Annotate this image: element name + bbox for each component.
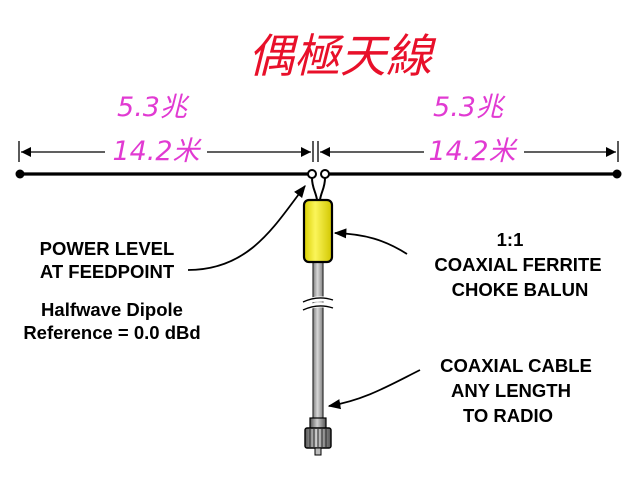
left-arm-length-zhao: 5.3兆 <box>117 92 190 123</box>
antenna-wires <box>15 169 622 201</box>
right-feed-terminal-icon <box>320 169 330 179</box>
coaxial-cable <box>301 257 334 429</box>
coax-label-line-2: ANY LENGTH <box>451 380 571 401</box>
left-end-insulator-icon <box>15 169 25 179</box>
feedpoint-arrow-icon <box>187 185 306 271</box>
feedpoint-label-line-2: AT FEEDPOINT <box>40 261 175 282</box>
right-arm-length-zhao: 5.3兆 <box>433 92 506 123</box>
coax-arrow-icon <box>327 369 421 410</box>
coax-label-line-3: TO RADIO <box>463 405 553 426</box>
left-arm-length-m: 14.2米 <box>112 136 202 167</box>
reference-label-line-1: Halfwave Dipole <box>41 299 183 320</box>
balun-label-line-2: COAXIAL FERRITE <box>434 254 601 275</box>
balun-label-line-1: 1:1 <box>497 229 524 250</box>
reference-label-line-2: Reference = 0.0 dBd <box>23 322 200 343</box>
left-dimension-line <box>18 141 314 162</box>
right-arm-length-m: 14.2米 <box>428 136 518 167</box>
balun-label-line-3: CHOKE BALUN <box>452 279 589 300</box>
cable-break-icon <box>301 296 334 312</box>
balun-arrow-icon <box>333 228 408 255</box>
diagram-title: 偶極天線 <box>248 29 437 83</box>
right-end-insulator-icon <box>612 169 622 179</box>
coax-label-line-1: COAXIAL CABLE <box>440 355 592 376</box>
pl259-connector-icon <box>304 417 332 456</box>
feedpoint-label-line-1: POWER LEVEL <box>40 238 175 259</box>
ferrite-choke-icon <box>302 198 334 264</box>
right-dimension-line <box>317 141 619 162</box>
left-feed-terminal-icon <box>307 169 317 179</box>
